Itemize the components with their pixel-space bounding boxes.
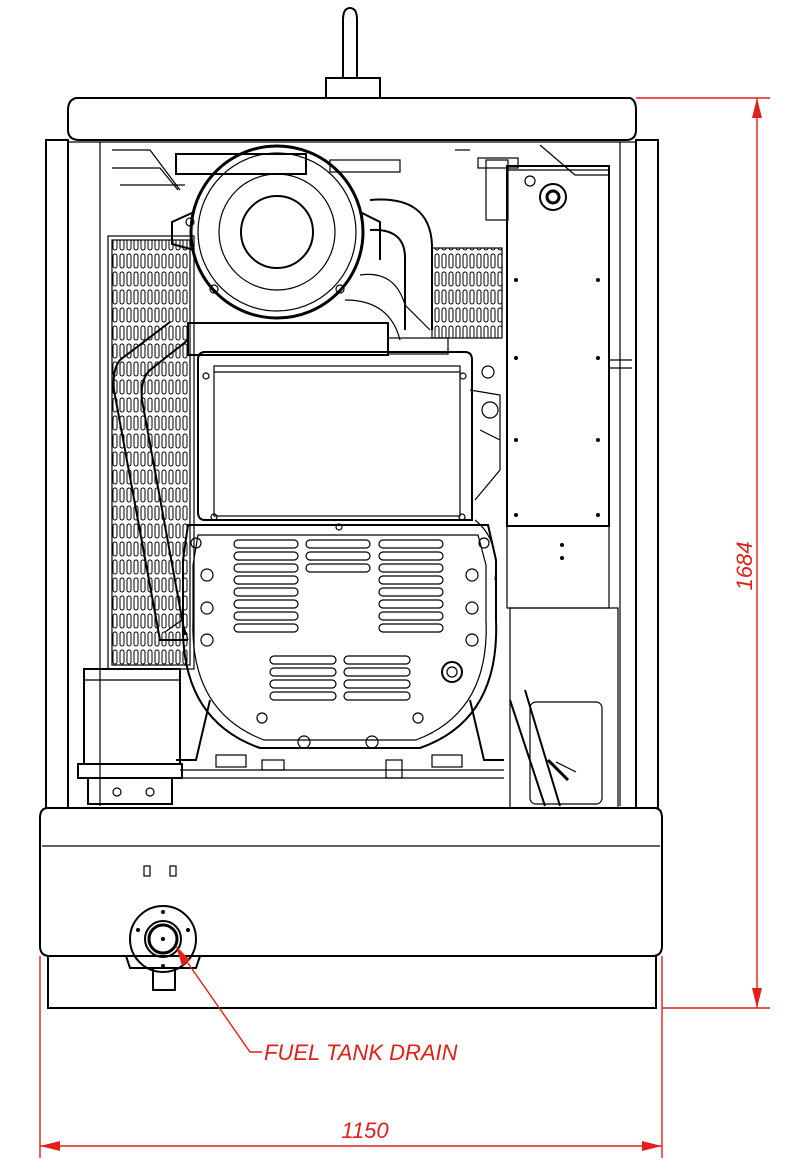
louvres-lower	[269, 655, 411, 701]
end-shield	[181, 524, 498, 749]
louvres-upper-left	[233, 539, 299, 633]
air-filter	[171, 144, 401, 320]
battery-module	[77, 668, 183, 805]
louvres-upper-center	[305, 539, 371, 573]
intake-pipe	[344, 198, 433, 341]
drain-leader-line	[175, 945, 262, 1053]
height-arrow-bottom	[752, 988, 762, 1008]
width-arrow-left	[40, 1141, 60, 1151]
drain-leader: FUEL TANK DRAIN	[175, 945, 458, 1065]
width-arrow-right	[642, 1141, 662, 1151]
upper-brackets	[112, 144, 610, 191]
drain-leader-arrow	[176, 946, 190, 966]
alternator-housing	[197, 351, 473, 531]
fuel-drain-plug	[129, 905, 197, 973]
lifting-eye	[325, 6, 381, 99]
width-dimension-label: 1150	[341, 1118, 389, 1143]
drain-label: FUEL TANK DRAIN	[264, 1040, 458, 1065]
shield-bolts	[190, 537, 490, 749]
engine-top	[187, 322, 449, 356]
height-dimension-label: 1684	[732, 542, 757, 591]
base-frame	[176, 689, 603, 807]
roof-cover	[67, 97, 637, 141]
radiator-core	[107, 235, 503, 670]
louvres-upper-right	[378, 539, 444, 633]
width-dimension: 1150	[39, 956, 663, 1158]
engine-side-details	[469, 365, 501, 581]
fuel-tank	[39, 807, 663, 1009]
height-dimension: 1684	[636, 97, 770, 1009]
height-arrow-top	[752, 98, 762, 118]
